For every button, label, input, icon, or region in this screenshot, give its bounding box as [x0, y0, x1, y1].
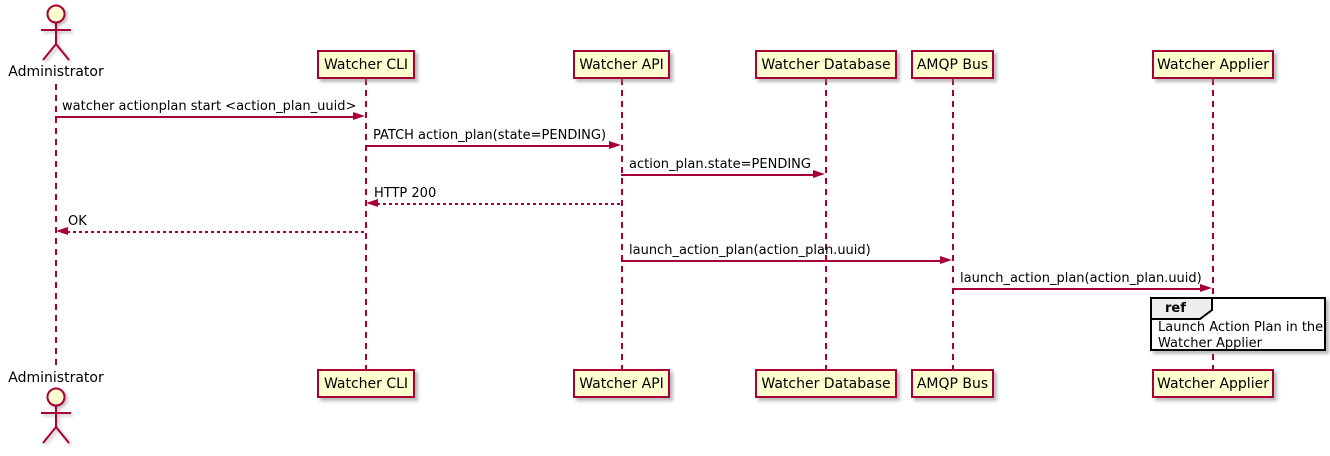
lifeline-watcher-applier	[1212, 79, 1214, 370]
message-label: HTTP 200	[374, 186, 437, 201]
arrowhead-left-icon	[366, 199, 378, 207]
actor-icon	[41, 387, 71, 444]
message-label: watcher actionplan start <action_plan_uu…	[62, 99, 357, 114]
participant-bottom-watcher-cli: Watcher CLI	[317, 369, 415, 398]
ref-body-line1: Launch Action Plan in the	[1158, 320, 1324, 335]
message-label: launch_action_plan(action_plan.uuid)	[629, 243, 871, 258]
participant-label: Watcher Applier	[1157, 56, 1269, 73]
message-line	[952, 288, 1201, 290]
ref-body: Launch Action Plan in the Watcher Applie…	[1158, 320, 1323, 352]
ref-keyword: ref	[1165, 301, 1186, 316]
participant-top-amqp-bus: AMQP Bus	[911, 50, 994, 79]
arrowhead-left-icon	[56, 227, 68, 235]
actor-label-bottom: Administrator	[8, 370, 104, 386]
arrowhead-right-icon	[940, 256, 952, 264]
participant-label: Watcher API	[579, 56, 664, 73]
message-label: launch_action_plan(action_plan.uuid)	[960, 271, 1202, 286]
ref-header-shape	[1150, 297, 1213, 320]
participant-top-watcher-database: Watcher Database	[755, 50, 897, 79]
participant-label: Watcher Applier	[1157, 375, 1269, 392]
message-label: PATCH action_plan(state=PENDING)	[373, 128, 607, 143]
message-label: action_plan.state=PENDING	[629, 157, 811, 172]
participant-bottom-watcher-applier: Watcher Applier	[1152, 369, 1274, 398]
message-line-dashed	[67, 231, 366, 233]
participant-label: Watcher Database	[761, 56, 891, 73]
arrowhead-right-icon	[609, 141, 621, 149]
participant-label: Watcher API	[579, 375, 664, 392]
participant-bottom-watcher-api: Watcher API	[573, 369, 670, 398]
message-line	[621, 174, 814, 176]
participant-label: AMQP Bus	[916, 56, 989, 73]
message-label: OK	[68, 214, 87, 229]
message-line	[621, 260, 941, 262]
participant-label: Watcher Database	[761, 375, 891, 392]
arrowhead-right-icon	[813, 170, 825, 178]
participant-label: Watcher CLI	[323, 56, 409, 73]
participant-label: AMQP Bus	[916, 375, 989, 392]
ref-fragment: ref Launch Action Plan in the Watcher Ap…	[1150, 297, 1326, 351]
lifeline-watcher-cli	[365, 79, 367, 370]
participant-top-watcher-api: Watcher API	[573, 50, 670, 79]
arrowhead-right-icon	[1200, 284, 1212, 292]
arrowhead-right-icon	[353, 112, 365, 120]
message-line	[365, 145, 610, 147]
participant-bottom-amqp-bus: AMQP Bus	[911, 369, 994, 398]
lifeline-amqp-bus	[952, 79, 954, 370]
actor-label-top: Administrator	[8, 64, 104, 80]
ref-body-line2: Watcher Applier	[1158, 336, 1262, 351]
participant-top-watcher-cli: Watcher CLI	[317, 50, 415, 79]
lifeline-watcher-api	[621, 79, 623, 370]
actor-icon	[41, 4, 71, 61]
message-line	[55, 116, 354, 118]
participant-bottom-watcher-database: Watcher Database	[755, 369, 897, 398]
lifeline-watcher-database	[825, 79, 827, 370]
message-line-dashed	[377, 203, 622, 205]
participant-label: Watcher CLI	[323, 375, 409, 392]
participant-top-watcher-applier: Watcher Applier	[1152, 50, 1274, 79]
